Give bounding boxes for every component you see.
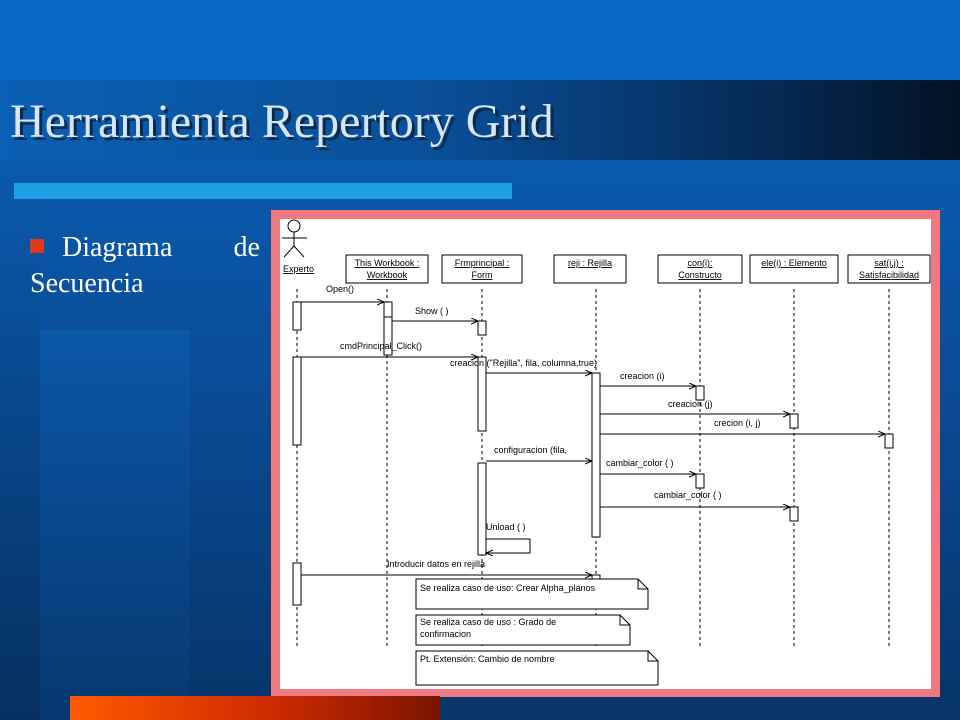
lifeline-frmprincipal-label1: Frmprincipal :: [455, 258, 510, 268]
square-bullet-icon: [30, 239, 44, 253]
title-underline-bar: [14, 183, 512, 199]
message-arrows: [301, 302, 885, 575]
lifeline-workbook-label1: This Workbook :: [355, 258, 420, 268]
lifeline-constructo-label1: con(i):: [687, 258, 712, 268]
msg-creacion-j: creacion (j): [668, 399, 713, 409]
bullet-text-line2: Secuencia: [30, 268, 144, 299]
actor-experto: Experto: [282, 219, 314, 274]
msg-show: Show ( ): [415, 306, 449, 316]
msg-crecion-ij: crecion (i, j): [714, 418, 761, 428]
note-crear-alpha: Se realiza caso de uso: Crear Alpha_plan…: [415, 578, 649, 610]
msg-cambiar-color-2: cambiar_color ( ): [654, 490, 722, 500]
msg-unload: Unload ( ): [486, 522, 526, 532]
msg-creacion-rejilla: creacion ("Rejilla", fila, columna,true): [450, 358, 597, 368]
note-extension: Pt. Extensión: Cambio de nombre: [415, 650, 659, 686]
lifeline-workbook: This Workbook : Workbook: [345, 254, 429, 284]
actor-label: Experto: [283, 264, 314, 274]
lifeline-satisfacibilidad: sat(i,j) : Satisfacibilidad: [847, 254, 931, 284]
lifeline-frmprincipal-label2: Form: [472, 270, 493, 280]
sequence-diagram: Experto This Workbook : Workbook Frmprin…: [280, 219, 931, 689]
background-top-band: [0, 0, 960, 80]
msg-creacion-i: creacion (i): [620, 371, 665, 381]
lifeline-rejilla-label1: reji : Rejilla: [568, 258, 612, 268]
activation-bars: [292, 301, 894, 606]
note-grado-text2: confirmacion: [420, 629, 471, 639]
lifeline-satisfacibilidad-label1: sat(i,j) :: [874, 258, 904, 268]
title-band: [0, 80, 960, 160]
lifeline-frmprincipal: Frmprincipal : Form: [441, 254, 523, 284]
lifeline-satisfacibilidad-label2: Satisfacibilidad: [859, 270, 919, 280]
msg-introducir-datos: Introducir datos en rejilla: [387, 559, 485, 569]
note-grado-text1: Se realiza caso de uso : Grado de: [420, 617, 556, 627]
msg-configuracion: configuracion (fila,: [494, 445, 567, 455]
background-second-column: [40, 330, 190, 720]
msg-cmdprincipal: cmdPrincipal_Click(): [340, 341, 422, 351]
background-left-column: [0, 160, 40, 720]
lifeline-rejilla: reji : Rejilla: [553, 254, 627, 284]
lifeline-constructo: con(i): Constructo: [657, 254, 743, 284]
bullet-text-line1: Diagrama de: [62, 232, 260, 263]
bullet-item: Diagrama de Secuencia: [30, 230, 260, 302]
slide-title: Herramienta Repertory Grid: [10, 95, 554, 148]
lifeline-workbook-label2: Workbook: [367, 270, 408, 280]
lifeline-elemento: ele(i) : Elemento: [749, 254, 839, 284]
lifeline-elemento-label1: ele(i) : Elemento: [761, 258, 827, 268]
lifeline-constructo-label2: Constructo: [678, 270, 722, 280]
note-extension-text: Pt. Extensión: Cambio de nombre: [420, 654, 555, 664]
note-crear-alpha-text: Se realiza caso de uso: Crear Alpha_plan…: [420, 583, 596, 593]
msg-open: Open(): [326, 284, 354, 294]
bottom-accent-bar: [70, 696, 440, 720]
sequence-diagram-svg: Experto This Workbook : Workbook Frmprin…: [282, 219, 931, 686]
note-grado-confirmacion: Se realiza caso de uso : Grado de confir…: [415, 614, 631, 646]
msg-cambiar-color-1: cambiar_color ( ): [606, 458, 674, 468]
